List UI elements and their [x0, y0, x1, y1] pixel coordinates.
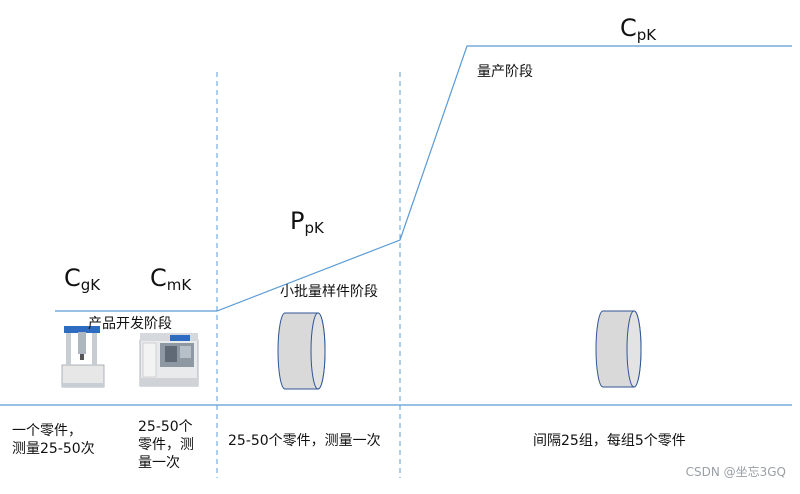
part-cylinder-mass-production [596, 311, 641, 387]
index-ppk: PpK [290, 207, 324, 237]
cgk-description-line-2: 测量25-50次 [12, 440, 95, 458]
cmk-description-line-1: 25-50个 [138, 418, 194, 436]
cmk-description-line-3: 量一次 [138, 454, 194, 472]
index-cpk-sub: pK [637, 26, 656, 44]
cgk-description-line-1: 一个零件， [12, 422, 95, 440]
csdn-watermark: CSDN @坐忘3GQ [686, 463, 786, 480]
part-cylinder-small-batch [278, 313, 325, 389]
cmm-machine-image [62, 326, 104, 387]
index-cpk-main: C [620, 14, 637, 42]
index-cgk-sub: gK [81, 276, 100, 294]
ppk-description: 25-50个零件，测量一次 [228, 432, 381, 450]
index-cmk-sub: mK [167, 276, 191, 294]
cmk-description-line-2: 零件，测 [138, 436, 194, 454]
stage-development-label: 产品开发阶段 [88, 316, 172, 333]
cmk-description: 25-50个 零件，测 量一次 [138, 418, 194, 472]
stage-mass-production-label: 量产阶段 [477, 64, 533, 81]
gear-measuring-machine-image [140, 333, 198, 386]
index-cmk-main: C [150, 264, 167, 292]
index-cgk-main: C [64, 264, 81, 292]
index-ppk-main: P [290, 207, 304, 235]
cgk-description: 一个零件， 测量25-50次 [12, 422, 95, 458]
cpk-description: 间隔25组，每组5个零件 [533, 432, 686, 450]
index-cpk: CpK [620, 14, 656, 44]
index-ppk-sub: pK [304, 219, 323, 237]
index-cmk: CmK [150, 264, 191, 294]
index-cgk: CgK [64, 264, 100, 294]
stage-small-batch-label: 小批量样件阶段 [280, 284, 378, 301]
